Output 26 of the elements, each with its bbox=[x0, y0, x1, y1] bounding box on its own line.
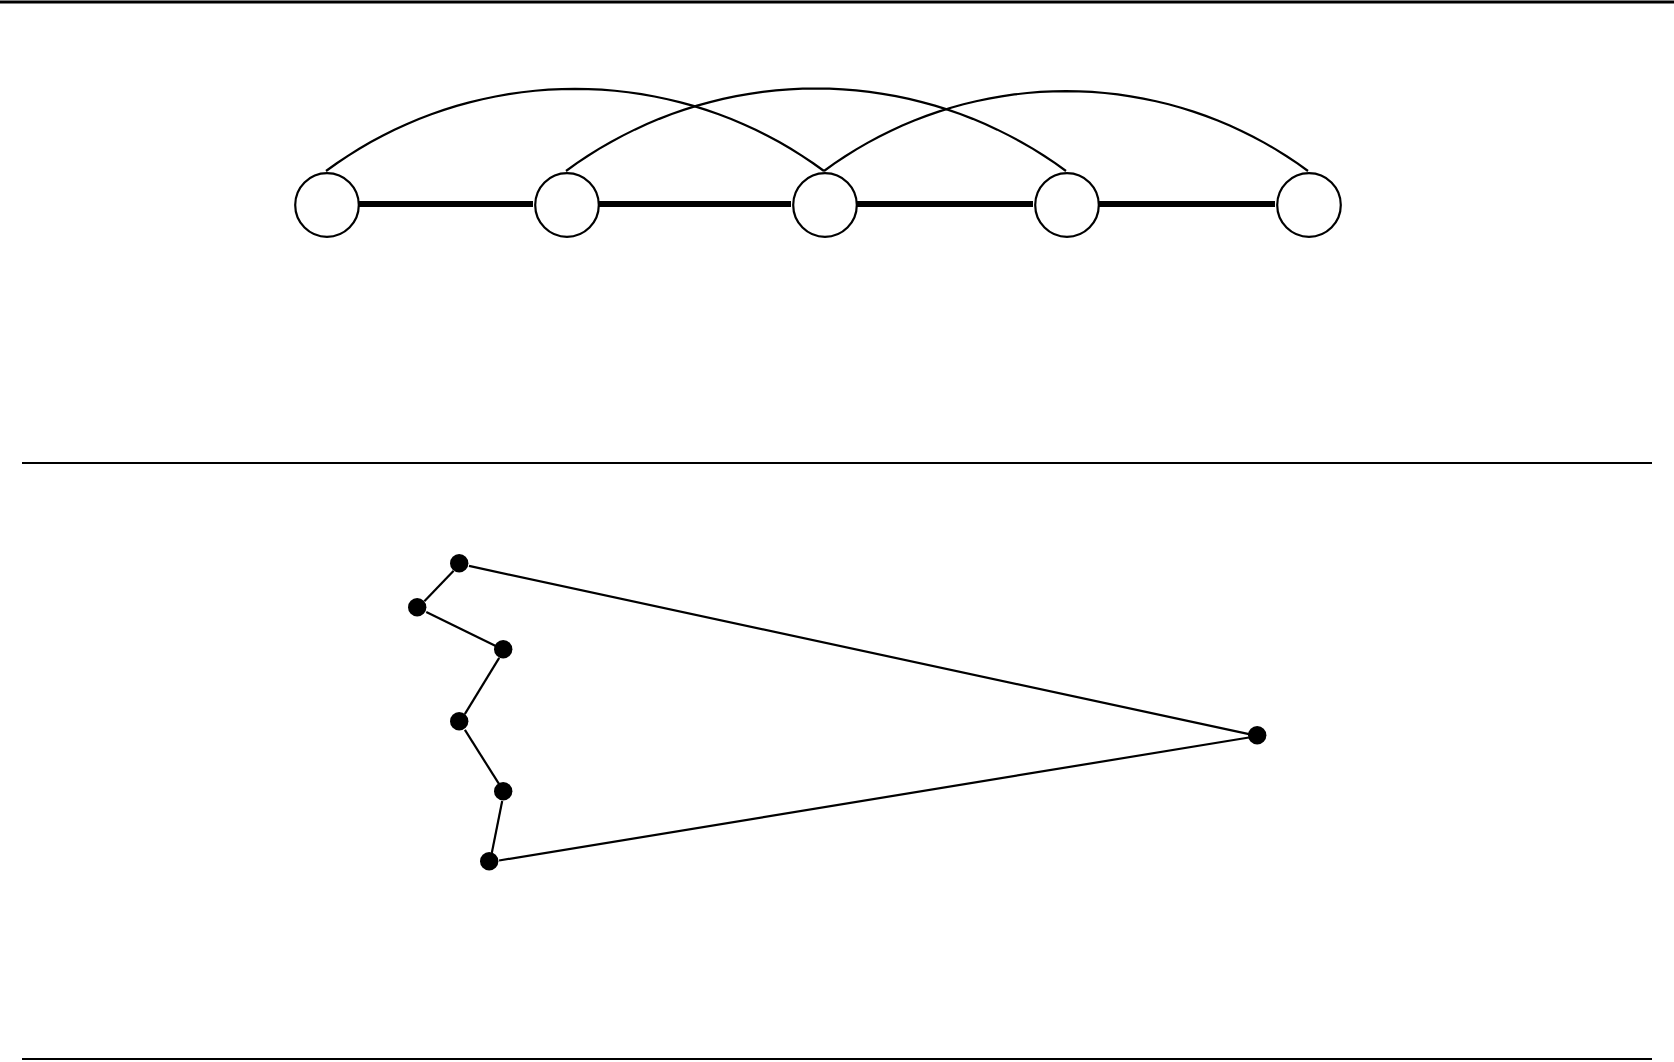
connector-line bbox=[1099, 201, 1275, 207]
connector-line bbox=[857, 201, 1033, 207]
circle-node bbox=[293, 171, 359, 237]
dot-node bbox=[450, 712, 470, 732]
arc-connector bbox=[325, 87, 825, 172]
connector-line bbox=[468, 564, 1250, 736]
circle-node bbox=[791, 171, 857, 237]
connector-line bbox=[463, 729, 501, 785]
circle-node bbox=[533, 171, 599, 237]
dot-node bbox=[1248, 726, 1268, 746]
connector-line bbox=[490, 800, 504, 854]
arc-connector bbox=[823, 90, 1309, 172]
dot-node bbox=[480, 852, 500, 872]
dot-node bbox=[450, 554, 470, 574]
connector-line bbox=[423, 569, 455, 603]
dot-node bbox=[494, 640, 514, 660]
connector-line bbox=[359, 201, 533, 207]
connector-line bbox=[498, 736, 1250, 862]
connector-line bbox=[599, 201, 791, 207]
circle-node bbox=[1033, 171, 1099, 237]
connector-line bbox=[463, 657, 501, 715]
dot-node bbox=[494, 782, 514, 802]
arc-connector bbox=[565, 87, 1067, 172]
connector-line bbox=[425, 611, 497, 647]
dot-node bbox=[408, 598, 428, 618]
circle-node bbox=[1275, 171, 1341, 237]
